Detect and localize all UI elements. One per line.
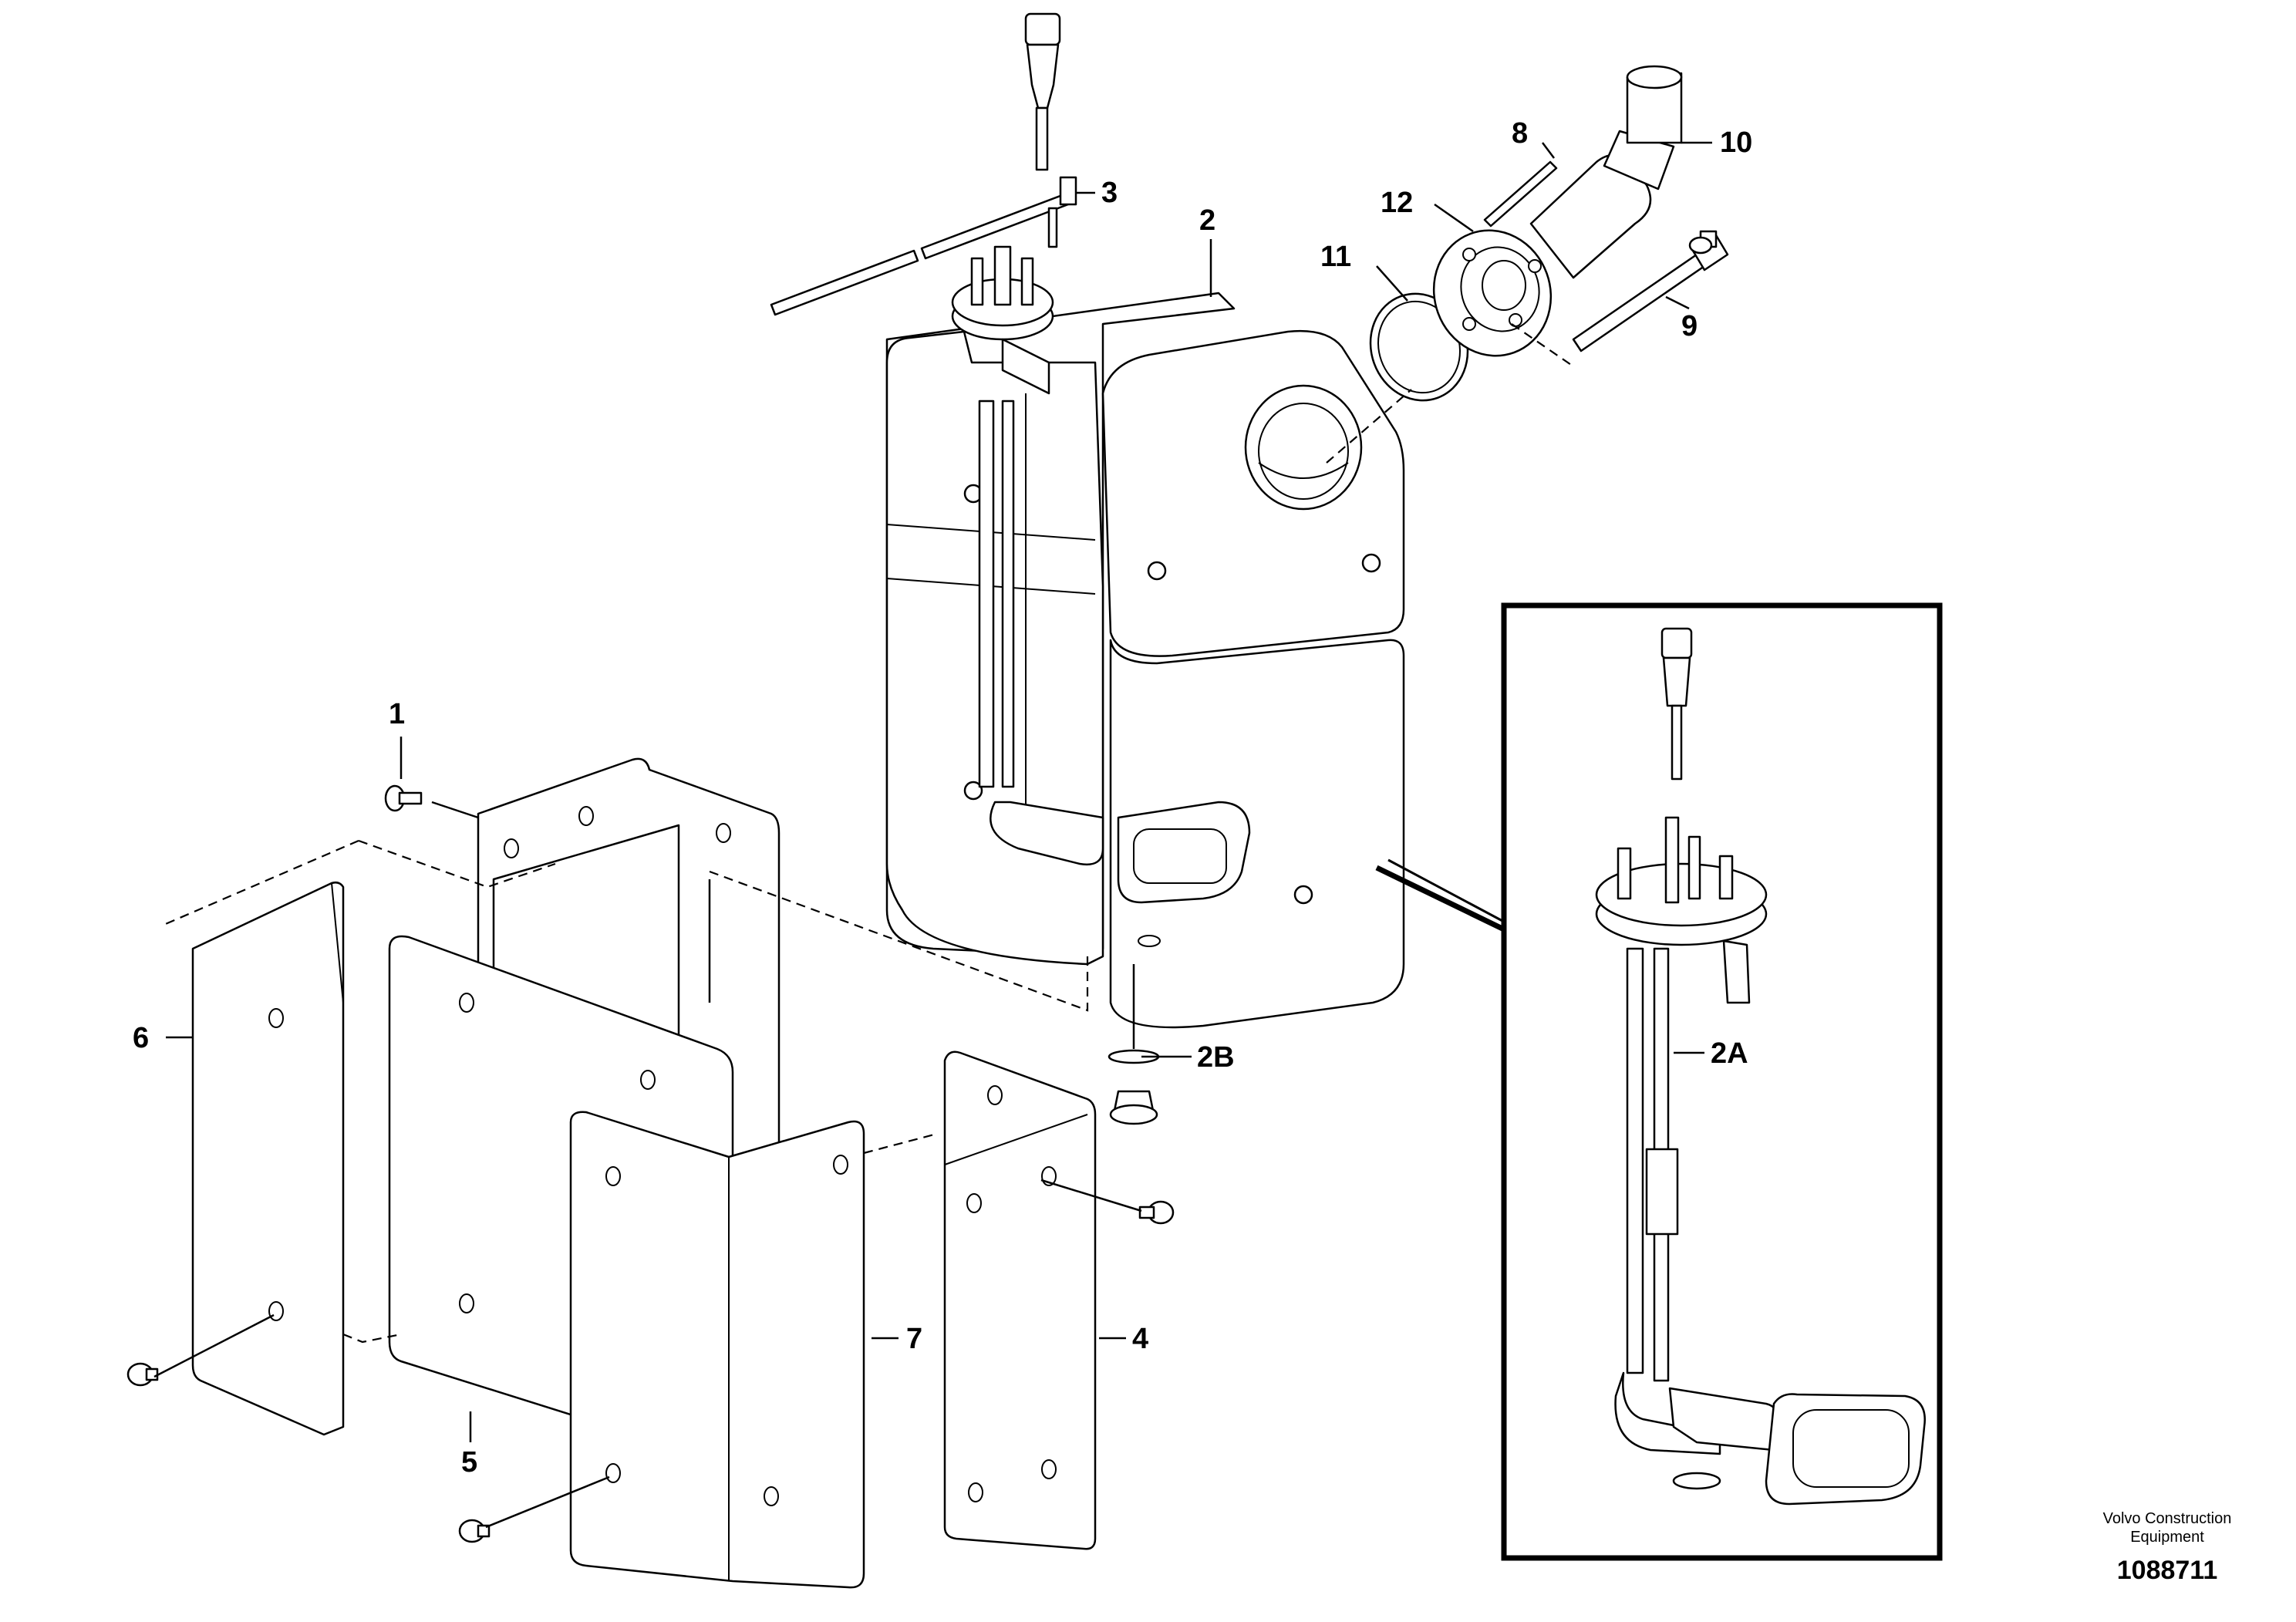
connector-and-hose [770, 12, 1077, 316]
drain-plug [1108, 1049, 1160, 1125]
callout-2: 2 [1199, 204, 1215, 237]
callout-9: 9 [1681, 310, 1698, 342]
mounting-brackets [126, 757, 1175, 1589]
leader-lines [166, 141, 1712, 1442]
callout-11: 11 [1320, 241, 1351, 273]
callout-4: 4 [1132, 1323, 1148, 1355]
callout-2b: 2B [1197, 1041, 1235, 1074]
callout-12: 12 [1381, 187, 1413, 219]
filler-neck-assembly [1326, 65, 1729, 464]
screw-left [126, 1362, 159, 1387]
company-name-line1: Volvo Construction [2103, 1510, 2232, 1527]
callout-5: 5 [461, 1446, 477, 1479]
callout-6: 6 [133, 1022, 149, 1054]
tank [885, 245, 1405, 1029]
drawing-number: 1088711 [2117, 1556, 2218, 1585]
callout-2a: 2A [1711, 1037, 1748, 1070]
callout-7: 7 [906, 1323, 922, 1355]
callout-8: 8 [1512, 117, 1528, 150]
detail-inset [1375, 602, 1943, 1561]
screw-top [384, 784, 423, 812]
callout-labels: 1 2 3 8 10 12 11 9 2B 2A 6 7 4 5 [133, 117, 1752, 1479]
screw-bottom [458, 1519, 491, 1543]
footer: Volvo Construction Equipment 1088711 [2103, 1510, 2232, 1585]
company-name-line2: Equipment [2130, 1529, 2204, 1546]
callout-1: 1 [389, 698, 405, 730]
screw-right [1138, 1200, 1175, 1225]
callout-10: 10 [1720, 126, 1752, 159]
callout-3: 3 [1101, 177, 1118, 209]
